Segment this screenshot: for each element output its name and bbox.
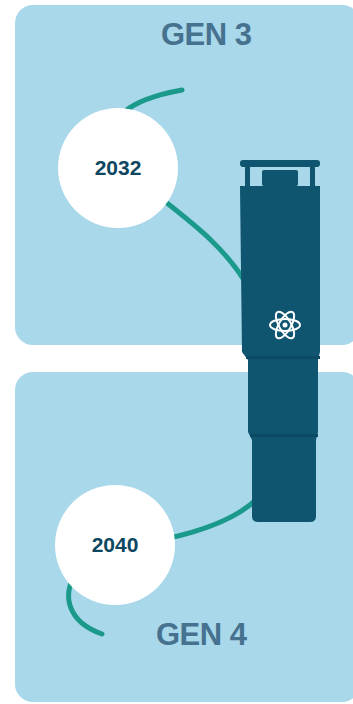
atom-icon xyxy=(270,309,300,341)
timeline-curve xyxy=(150,488,266,542)
era-panel: GEN 4 2040 xyxy=(15,372,353,702)
era-heading: GEN 4 xyxy=(156,617,247,653)
timeline-curve xyxy=(158,196,250,290)
year-label: 2040 xyxy=(92,533,139,557)
era-panel: GEN 3 2032 xyxy=(15,5,353,345)
year-circle: 2032 xyxy=(58,108,178,228)
year-circle: 2040 xyxy=(55,485,175,605)
year-label: 2032 xyxy=(95,156,142,180)
timeline-curves xyxy=(69,90,266,634)
timeline-curve xyxy=(69,570,102,634)
timeline-curve xyxy=(124,90,182,112)
era-heading: GEN 3 xyxy=(161,17,252,53)
reactor-symbol xyxy=(240,160,320,522)
